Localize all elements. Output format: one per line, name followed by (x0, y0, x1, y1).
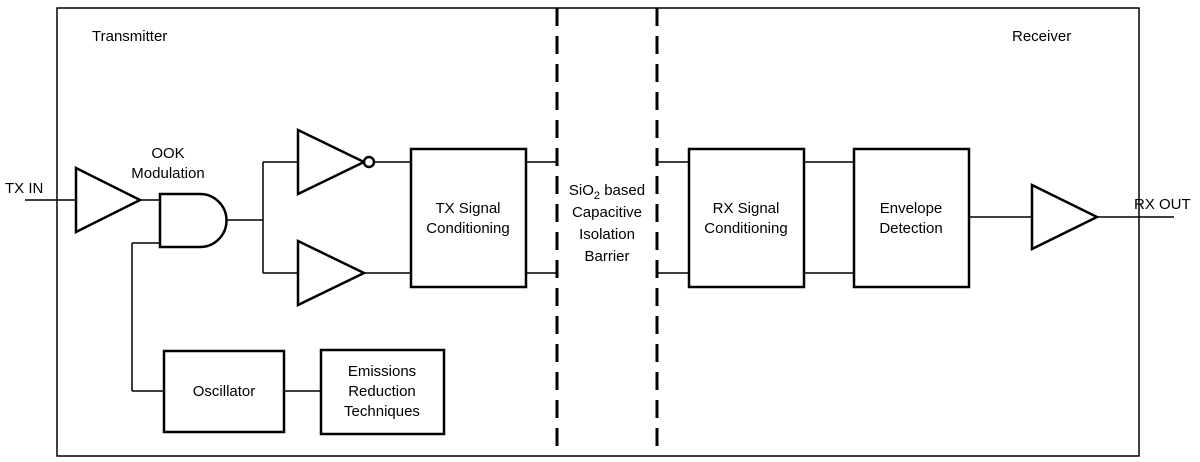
rx-out-label: RX OUT (1134, 196, 1191, 213)
input-buffer-icon (74, 165, 143, 235)
rx-signal-conditioning-line2: Conditioning (704, 220, 787, 237)
modulation-label: Modulation (131, 165, 204, 182)
rx-signal-conditioning-block (687, 147, 806, 289)
and-gate-icon (158, 192, 228, 249)
emissions-line1: Emissions (348, 363, 416, 380)
barrier-line2: Capacitive (572, 204, 642, 221)
envelope-detection-line2: Detection (879, 220, 942, 237)
envelope-detection-block (852, 147, 971, 289)
barrier-line3: Isolation (579, 226, 635, 243)
inverter-icon (296, 128, 367, 196)
ook-label: OOK (151, 145, 184, 162)
tx-in-label: TX IN (5, 180, 43, 197)
output-buffer-icon (1030, 182, 1100, 252)
receiver-label: Receiver (1012, 28, 1071, 45)
oscillator-block (162, 349, 286, 434)
envelope-detection-line1: Envelope (880, 200, 943, 217)
tx-signal-conditioning-line2: Conditioning (426, 220, 509, 237)
transmitter-label: Transmitter (92, 28, 167, 45)
emissions-reduction-block (319, 348, 446, 436)
oscillator-label: Oscillator (193, 383, 256, 400)
tx-signal-conditioning-line1: TX Signal (435, 200, 500, 217)
noninverting-buffer-icon (296, 239, 367, 307)
outer-frame (56, 7, 1140, 457)
barrier-line1: SiO2 based (569, 182, 645, 202)
barrier-line4: Barrier (584, 248, 629, 265)
tx-signal-conditioning-block (409, 147, 528, 289)
emissions-line3: Techniques (344, 403, 420, 420)
rx-signal-conditioning-line1: RX Signal (713, 200, 780, 217)
inverter-bubble-icon (362, 155, 376, 169)
emissions-line2: Reduction (348, 383, 416, 400)
